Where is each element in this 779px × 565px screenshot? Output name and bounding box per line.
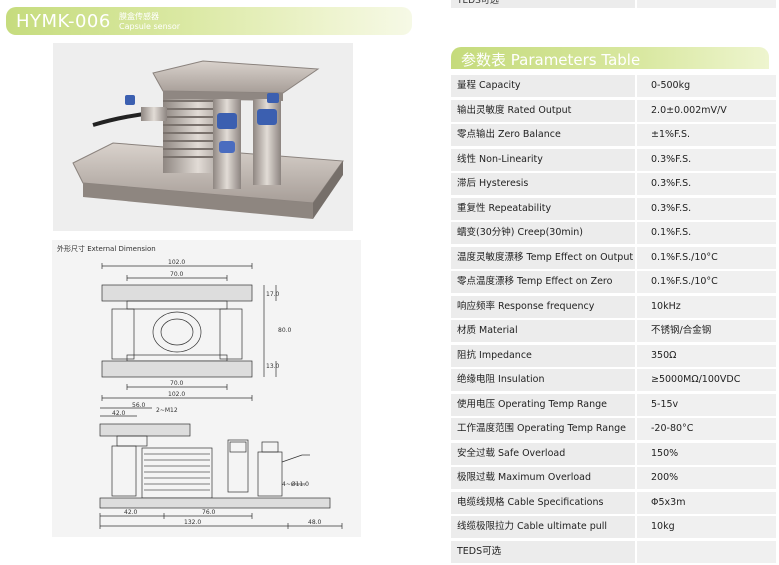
param-label: 输出灵敏度 Rated Output xyxy=(451,99,635,122)
dim-m12: 2~M12 xyxy=(156,407,178,414)
table-row: 零点输出 Zero Balance±1%F.S. xyxy=(451,124,776,146)
param-label: 温度灵敏度漂移 Temp Effect on Output xyxy=(451,246,635,269)
dim-76: 76.0 xyxy=(202,509,216,516)
param-value: 10kHz xyxy=(637,295,776,318)
param-label: 蠕变(30分钟) Creep(30min) xyxy=(451,222,635,244)
table-row: 蠕变(30分钟) Creep(30min)0.1%F.S. xyxy=(451,222,776,244)
param-value: 10kg xyxy=(637,516,776,538)
param-label: 电缆线规格 Cable Specifications xyxy=(451,491,635,514)
param-label: 零点温度漂移 Temp Effect on Zero xyxy=(451,271,635,293)
cut-off-label: TEDS可选 xyxy=(451,0,635,8)
table-row: 工作温度范围 Operating Temp Range-20-80°C xyxy=(451,418,776,440)
param-value: 150% xyxy=(637,442,776,465)
dim-13: 13.0 xyxy=(266,363,280,370)
parameters-header: 参数表 Parameters Table xyxy=(451,47,769,69)
param-label: 线缆极限拉力 Cable ultimate pull xyxy=(451,516,635,538)
param-value: ±1%F.S. xyxy=(637,124,776,146)
param-value: ≥5000MΩ/100VDC xyxy=(637,369,776,391)
param-label: 工作温度范围 Operating Temp Range xyxy=(451,418,635,440)
param-value: 不锈钢/合金钢 xyxy=(637,320,776,342)
param-value: 5-15v xyxy=(637,393,776,416)
param-value: 2.0±0.002mV/V xyxy=(637,99,776,122)
param-value: 200% xyxy=(637,467,776,489)
table-row: 绝缘电阻 Insulation≥5000MΩ/100VDC xyxy=(451,369,776,391)
dim-132: 132.0 xyxy=(184,519,201,526)
dim-hole: 4~Ø11.0 xyxy=(282,481,309,488)
dim-70-bot: 70.0 xyxy=(170,380,184,387)
param-label: 使用电压 Operating Temp Range xyxy=(451,393,635,416)
param-value: 0.1%F.S./10°C xyxy=(637,271,776,293)
param-label: TEDS可选 xyxy=(451,540,635,563)
param-value: 0-500kg xyxy=(637,75,776,97)
parameters-title: 参数表 Parameters Table xyxy=(461,51,641,69)
param-value: Φ5x3m xyxy=(637,491,776,514)
dim-102-top: 102.0 xyxy=(168,259,185,266)
dim-42-bot: 42.0 xyxy=(124,509,138,516)
product-name-cn: 膜盒传感器 xyxy=(119,12,159,21)
dim-56: 56.0 xyxy=(132,402,146,409)
param-value: 0.3%F.S. xyxy=(637,148,776,171)
param-value xyxy=(637,540,776,563)
param-label: 极限过载 Maximum Overload xyxy=(451,467,635,489)
drawing-title: 外形尺寸 External Dimension xyxy=(57,245,156,253)
param-label: 安全过载 Safe Overload xyxy=(451,442,635,465)
param-value: -20-80°C xyxy=(637,418,776,440)
product-photo xyxy=(53,43,353,231)
param-label: 材质 Material xyxy=(451,320,635,342)
dim-102-bot: 102.0 xyxy=(168,391,185,398)
param-label: 量程 Capacity xyxy=(451,75,635,97)
param-label: 零点输出 Zero Balance xyxy=(451,124,635,146)
param-label: 重复性 Repeatability xyxy=(451,197,635,220)
param-value: 0.1%F.S. xyxy=(637,222,776,244)
product-name-en: Capsule sensor xyxy=(119,22,181,31)
cut-off-row: TEDS可选 xyxy=(451,0,776,8)
param-label: 线性 Non-Linearity xyxy=(451,148,635,171)
dim-70-top: 70.0 xyxy=(170,271,184,278)
param-label: 绝缘电阻 Insulation xyxy=(451,369,635,391)
param-value: 0.3%F.S. xyxy=(637,197,776,220)
dim-48: 48.0 xyxy=(308,519,322,526)
dim-80: 80.0 xyxy=(278,327,292,334)
param-value: 0.1%F.S./10°C xyxy=(637,246,776,269)
dimension-drawing: 外形尺寸 External Dimension xyxy=(52,240,361,537)
dim-17: 17.0 xyxy=(266,291,280,298)
model-number: HYMK-006 xyxy=(16,11,111,32)
table-row: TEDS可选 xyxy=(451,540,776,563)
dim-42-top: 42.0 xyxy=(112,410,126,417)
param-value: 0.3%F.S. xyxy=(637,173,776,195)
title-bar: HYMK-006 膜盒传感器 Capsule sensor xyxy=(6,7,412,35)
param-label: 阻抗 Impedance xyxy=(451,344,635,367)
param-label: 滞后 Hysteresis xyxy=(451,173,635,195)
param-value: 350Ω xyxy=(637,344,776,367)
param-label: 响应频率 Response frequency xyxy=(451,295,635,318)
